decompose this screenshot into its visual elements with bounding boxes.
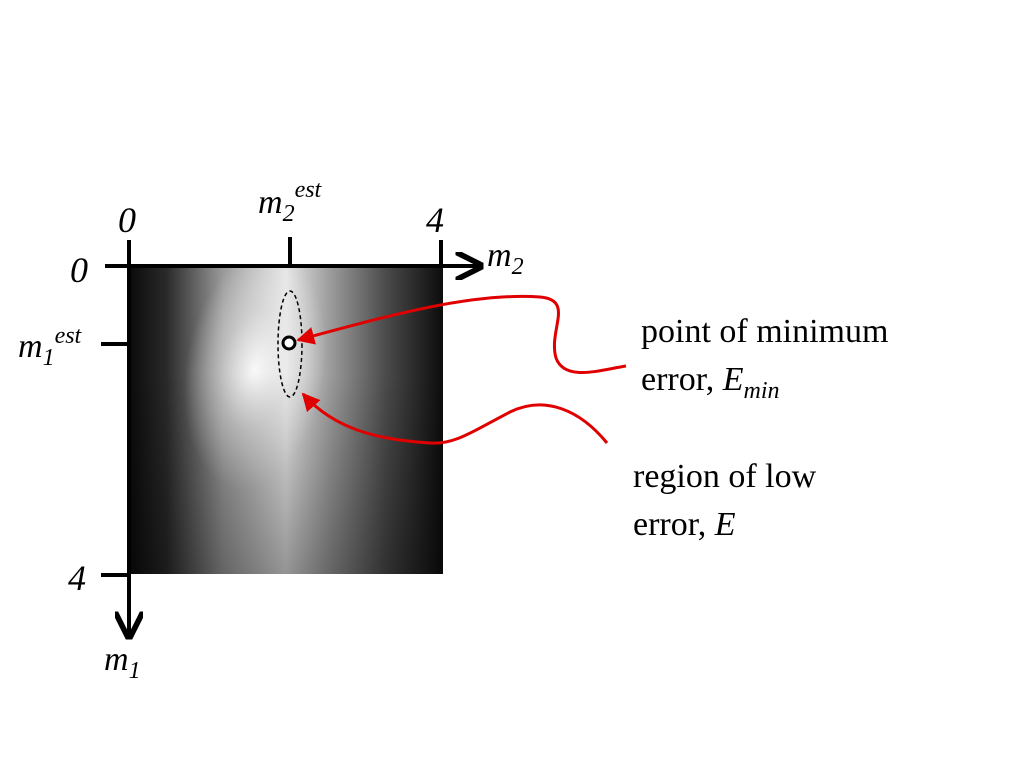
m2-est-label: m2est <box>258 177 323 227</box>
m2-est-sub: 2 <box>283 201 295 227</box>
m2-est-var: m <box>258 184 283 221</box>
m2-axis-sub: 2 <box>512 254 524 280</box>
m1-axis <box>101 250 129 634</box>
m1-est-sub: 1 <box>43 345 55 371</box>
m2-tick-end: 4 <box>426 200 444 240</box>
m1-axis-var: m <box>104 641 129 678</box>
minimum-annotation-var: E <box>722 361 744 398</box>
region-annotation-line1: region of low <box>633 458 817 495</box>
m2-axis-label: m2 <box>487 237 524 280</box>
region-annotation-var: E <box>714 506 736 543</box>
minimum-annotation-sub: min <box>743 378 779 404</box>
m2-est-sup: est <box>295 177 323 203</box>
minimum-annotation-line2: error, Emin <box>641 361 779 404</box>
minimum-pointer-arrow <box>296 294 627 374</box>
m1-est-sup: est <box>55 323 83 349</box>
m1-axis-sub: 1 <box>129 658 141 684</box>
m1-tick-end: 4 <box>68 558 86 598</box>
m1-tick-start: 0 <box>70 250 88 290</box>
region-pointer-arrow <box>301 392 609 445</box>
m1-axis-label: m1 <box>104 641 141 684</box>
error-surface-image <box>129 250 443 574</box>
minimum-annotation-line1: point of minimum <box>641 313 888 350</box>
m2-axis-var: m <box>487 237 512 274</box>
region-annotation-line2: error, E <box>633 506 736 543</box>
minimum-point-marker <box>281 335 297 351</box>
minimum-annotation-prefix: error, <box>641 361 723 398</box>
m2-axis <box>105 237 478 266</box>
region-annotation-prefix: error, <box>633 506 715 543</box>
m2-tick-start: 0 <box>118 200 136 240</box>
m1-est-label: m1est <box>18 323 83 371</box>
m1-est-var: m <box>18 328 43 365</box>
